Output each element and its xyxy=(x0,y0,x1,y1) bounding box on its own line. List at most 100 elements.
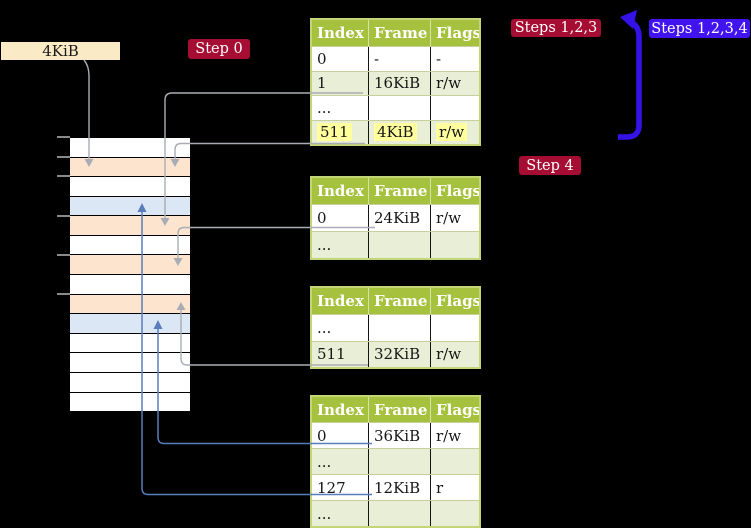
column-header-frame: Frame xyxy=(368,178,430,204)
cell-text: r/w xyxy=(436,74,462,93)
cell-text: 4KiB xyxy=(374,123,417,142)
table-cell: ... xyxy=(312,96,368,120)
column-header-flags: Flags xyxy=(430,178,479,204)
memory-frame-row-white xyxy=(70,332,190,353)
cell-text: 0 xyxy=(317,426,327,445)
cell-text: 1 xyxy=(317,74,327,93)
table-cell: 24KiB xyxy=(368,205,430,231)
column-header-index: Index xyxy=(317,24,364,42)
cell-text: r/w xyxy=(436,345,462,364)
step-4-badge: Step 4 xyxy=(519,156,581,175)
table-cell: 36KiB xyxy=(368,423,430,448)
column-header-frame: Frame xyxy=(368,288,430,314)
cell-text: 24KiB xyxy=(374,209,421,227)
cell-text: 0 xyxy=(317,209,327,227)
table-cell: 16KiB xyxy=(368,71,430,95)
memory-tick xyxy=(57,253,70,256)
memory-frame-row-orange xyxy=(70,156,190,177)
table-row: 0 -- xyxy=(312,46,479,71)
table-row: ... xyxy=(312,500,479,526)
table-cell: 32KiB xyxy=(368,341,430,367)
memory-tick xyxy=(57,214,70,217)
column-header-flags: Flags xyxy=(430,20,479,46)
column-header-flags: Flags xyxy=(430,397,479,422)
table-cell: 0 xyxy=(312,47,368,71)
memory-frame-row-blue xyxy=(70,195,190,216)
table-cell: - xyxy=(430,47,479,71)
cell-text: 32KiB xyxy=(374,345,421,364)
table-cell: - xyxy=(368,47,430,71)
table-cell xyxy=(430,449,479,474)
memory-frame-row-orange xyxy=(70,254,190,275)
memory-frame-row-white xyxy=(70,137,190,157)
recursive-mapping-arrow-icon xyxy=(618,10,642,140)
page-size-label: 4KiB xyxy=(1,42,120,60)
cell-text: r/w xyxy=(436,426,462,445)
table-cell xyxy=(430,96,479,120)
column-header-index: Index xyxy=(317,182,364,200)
arrow-l4-entry511-to-frame4-icon xyxy=(170,142,365,167)
table-cell: 12KiB xyxy=(368,475,430,500)
cell-text: ... xyxy=(317,236,332,254)
cell-text: 12KiB xyxy=(374,478,421,497)
table-cell xyxy=(368,449,430,474)
memory-tick xyxy=(57,175,70,178)
table-cell xyxy=(430,501,479,526)
table-cell xyxy=(368,96,430,120)
table-cell: 4KiB xyxy=(368,120,430,144)
table-cell: r/w xyxy=(430,71,479,95)
table-cell xyxy=(368,501,430,526)
table-cell: 511 xyxy=(312,342,368,368)
table-row: 1 16KiB r/w xyxy=(312,70,479,96)
memory-frame-row-orange xyxy=(70,215,190,235)
column-header-index: Index xyxy=(317,292,364,310)
table-cell: r/w xyxy=(430,341,479,367)
table-cell: ... xyxy=(312,449,368,474)
memory-frame-row-white xyxy=(70,274,190,294)
memory-frame-row-white xyxy=(70,371,190,392)
table-row: 0 36KiB r/w xyxy=(312,422,479,448)
table-row: ... xyxy=(312,448,479,474)
table-row: ... xyxy=(312,314,479,341)
table-cell: 0 xyxy=(312,423,368,448)
cell-text: 36KiB xyxy=(374,426,421,445)
column-header-flags: Flags xyxy=(430,288,479,314)
table-cell: r/w xyxy=(430,205,479,231)
table-row: 0 24KiB r/w xyxy=(312,204,479,231)
table-cell: ... xyxy=(312,232,368,258)
table-row: ... xyxy=(312,95,479,120)
memory-frame-row-white xyxy=(70,391,190,413)
table-cell xyxy=(368,232,430,258)
cell-text: ... xyxy=(317,98,332,117)
cell-text: r/w xyxy=(436,123,468,142)
table-row: 127 12KiB r xyxy=(312,474,479,500)
column-header-index: Index xyxy=(317,400,364,419)
cell-text: 0 xyxy=(317,49,327,68)
steps-1-2-3-badge: Steps 1,2,3 xyxy=(511,19,601,37)
memory-frame-row-white xyxy=(70,234,190,255)
table-cell xyxy=(430,315,479,341)
table-row: 511 4KiB r/w xyxy=(312,119,479,145)
cell-text: ... xyxy=(317,318,332,337)
table-row: ... xyxy=(312,231,479,258)
cell-text: r xyxy=(436,478,444,497)
column-header-frame: Frame xyxy=(368,397,430,422)
memory-frame-row-white xyxy=(70,352,190,372)
column-header-frame: Frame xyxy=(368,20,430,46)
table-cell: ... xyxy=(312,315,368,341)
table-cell: 127 xyxy=(312,475,368,500)
step-0-badge: Step 0 xyxy=(188,39,250,59)
table-cell: r/w xyxy=(430,423,479,448)
table-cell: 1 xyxy=(312,72,368,96)
table-cell: 0 xyxy=(312,205,368,231)
cell-text: ... xyxy=(317,452,332,471)
table-cell: 511 xyxy=(312,121,368,145)
table-cell: r/w xyxy=(430,120,479,144)
